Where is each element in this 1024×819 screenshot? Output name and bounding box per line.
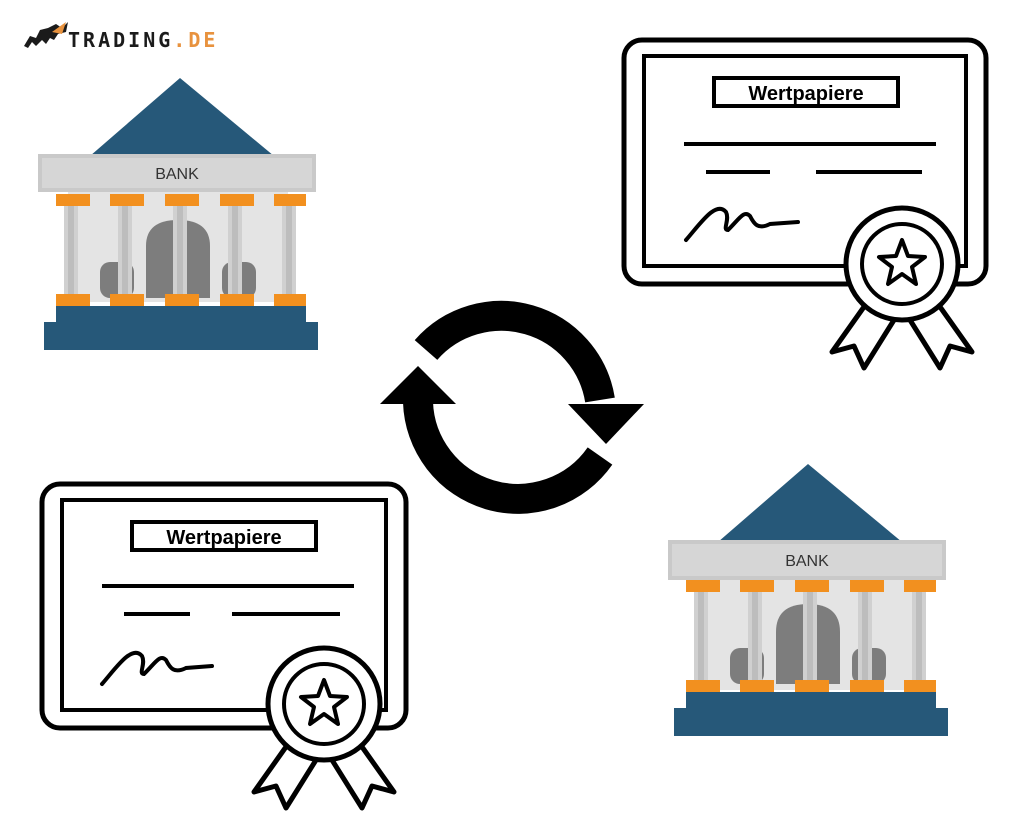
bank-column-caps [56,194,306,306]
certificate-title: Wertpapiere [748,83,863,105]
signature-scribble [684,206,800,242]
bank-label: BANK [785,553,829,570]
certificate-title: Wertpapiere [166,527,281,549]
logo-suffix: .DE [173,28,219,52]
bank-label: BANK [155,166,199,183]
cycle-arrow-upper [414,300,615,403]
certificate-inner-frame [60,498,388,712]
trading-de-logo: TRADING.DE [22,18,222,58]
certificate-outer-frame [621,37,989,287]
cycle-arrowhead-left [380,366,456,404]
bank-roof [718,464,902,542]
bank-building-top-left: BANK [38,78,318,350]
logo-wordmark: TRADING.DE [68,28,218,52]
certificate-inner-frame [642,54,968,268]
cycle-arrow-lower [403,401,613,514]
certificate-title-box [130,520,318,552]
bank-base [44,322,318,350]
cycle-arrows-icon [380,300,644,514]
bank-base-step [686,692,936,708]
signature-scribble [100,650,214,686]
bank-columns [64,202,296,298]
logo-prefix: TRADING [68,28,174,52]
bank-columns [694,588,926,684]
bank-base-step [56,306,306,322]
bank-roof [90,78,274,156]
certificate-title-box [712,76,900,108]
certificate-bottom-left: Wertpapiere [39,481,409,811]
bank-base [674,708,948,736]
certificate-top-right: Wertpapiere [621,37,989,371]
star-ribbon-icon [829,205,975,371]
cycle-arrowhead-right [568,404,644,444]
bank-column-caps [686,580,936,692]
bull-icon [24,22,68,48]
certificate-outer-frame [39,481,409,731]
star-ribbon-icon [251,645,397,811]
bank-building-bottom-right: BANK [668,464,948,736]
